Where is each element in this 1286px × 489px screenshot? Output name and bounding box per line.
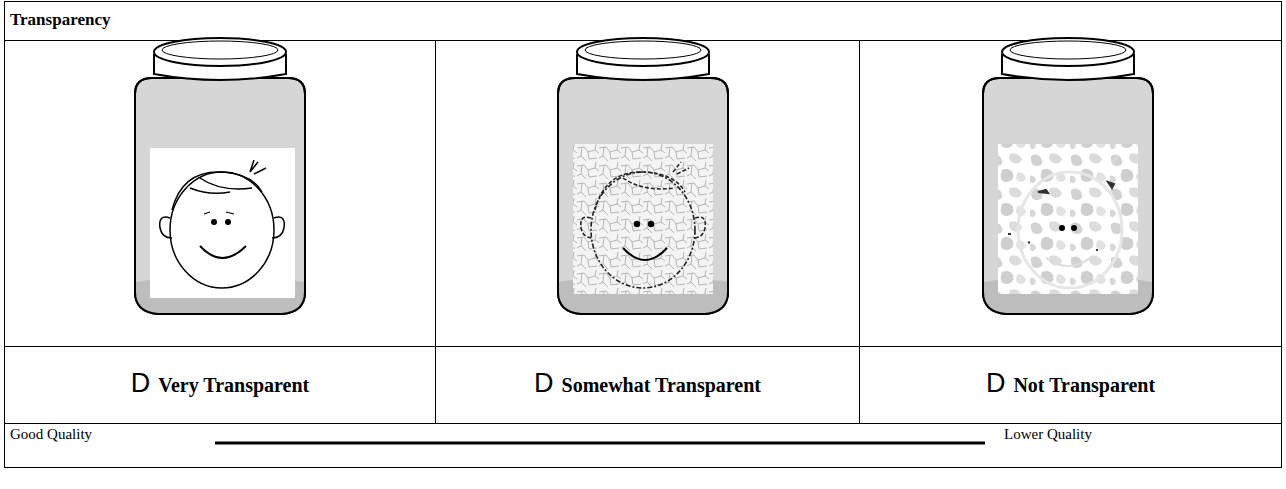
- option-cell: D Very Transparent: [5, 368, 435, 399]
- option-cell: D Somewhat Transparent: [436, 368, 859, 399]
- option-label: Very Transparent: [158, 374, 309, 397]
- option-cell: D Not Transparent: [860, 368, 1281, 399]
- checkbox-glyph: D: [534, 368, 554, 399]
- option-label: Somewhat Transparent: [562, 374, 761, 397]
- option-label: Not Transparent: [1013, 374, 1155, 397]
- checkbox-glyph: D: [131, 368, 151, 399]
- scale-end-label: Lower Quality: [1004, 426, 1092, 443]
- table-heading: Transparency: [10, 10, 110, 30]
- scale-start-label: Good Quality: [10, 426, 92, 443]
- checkbox-glyph: D: [986, 368, 1006, 399]
